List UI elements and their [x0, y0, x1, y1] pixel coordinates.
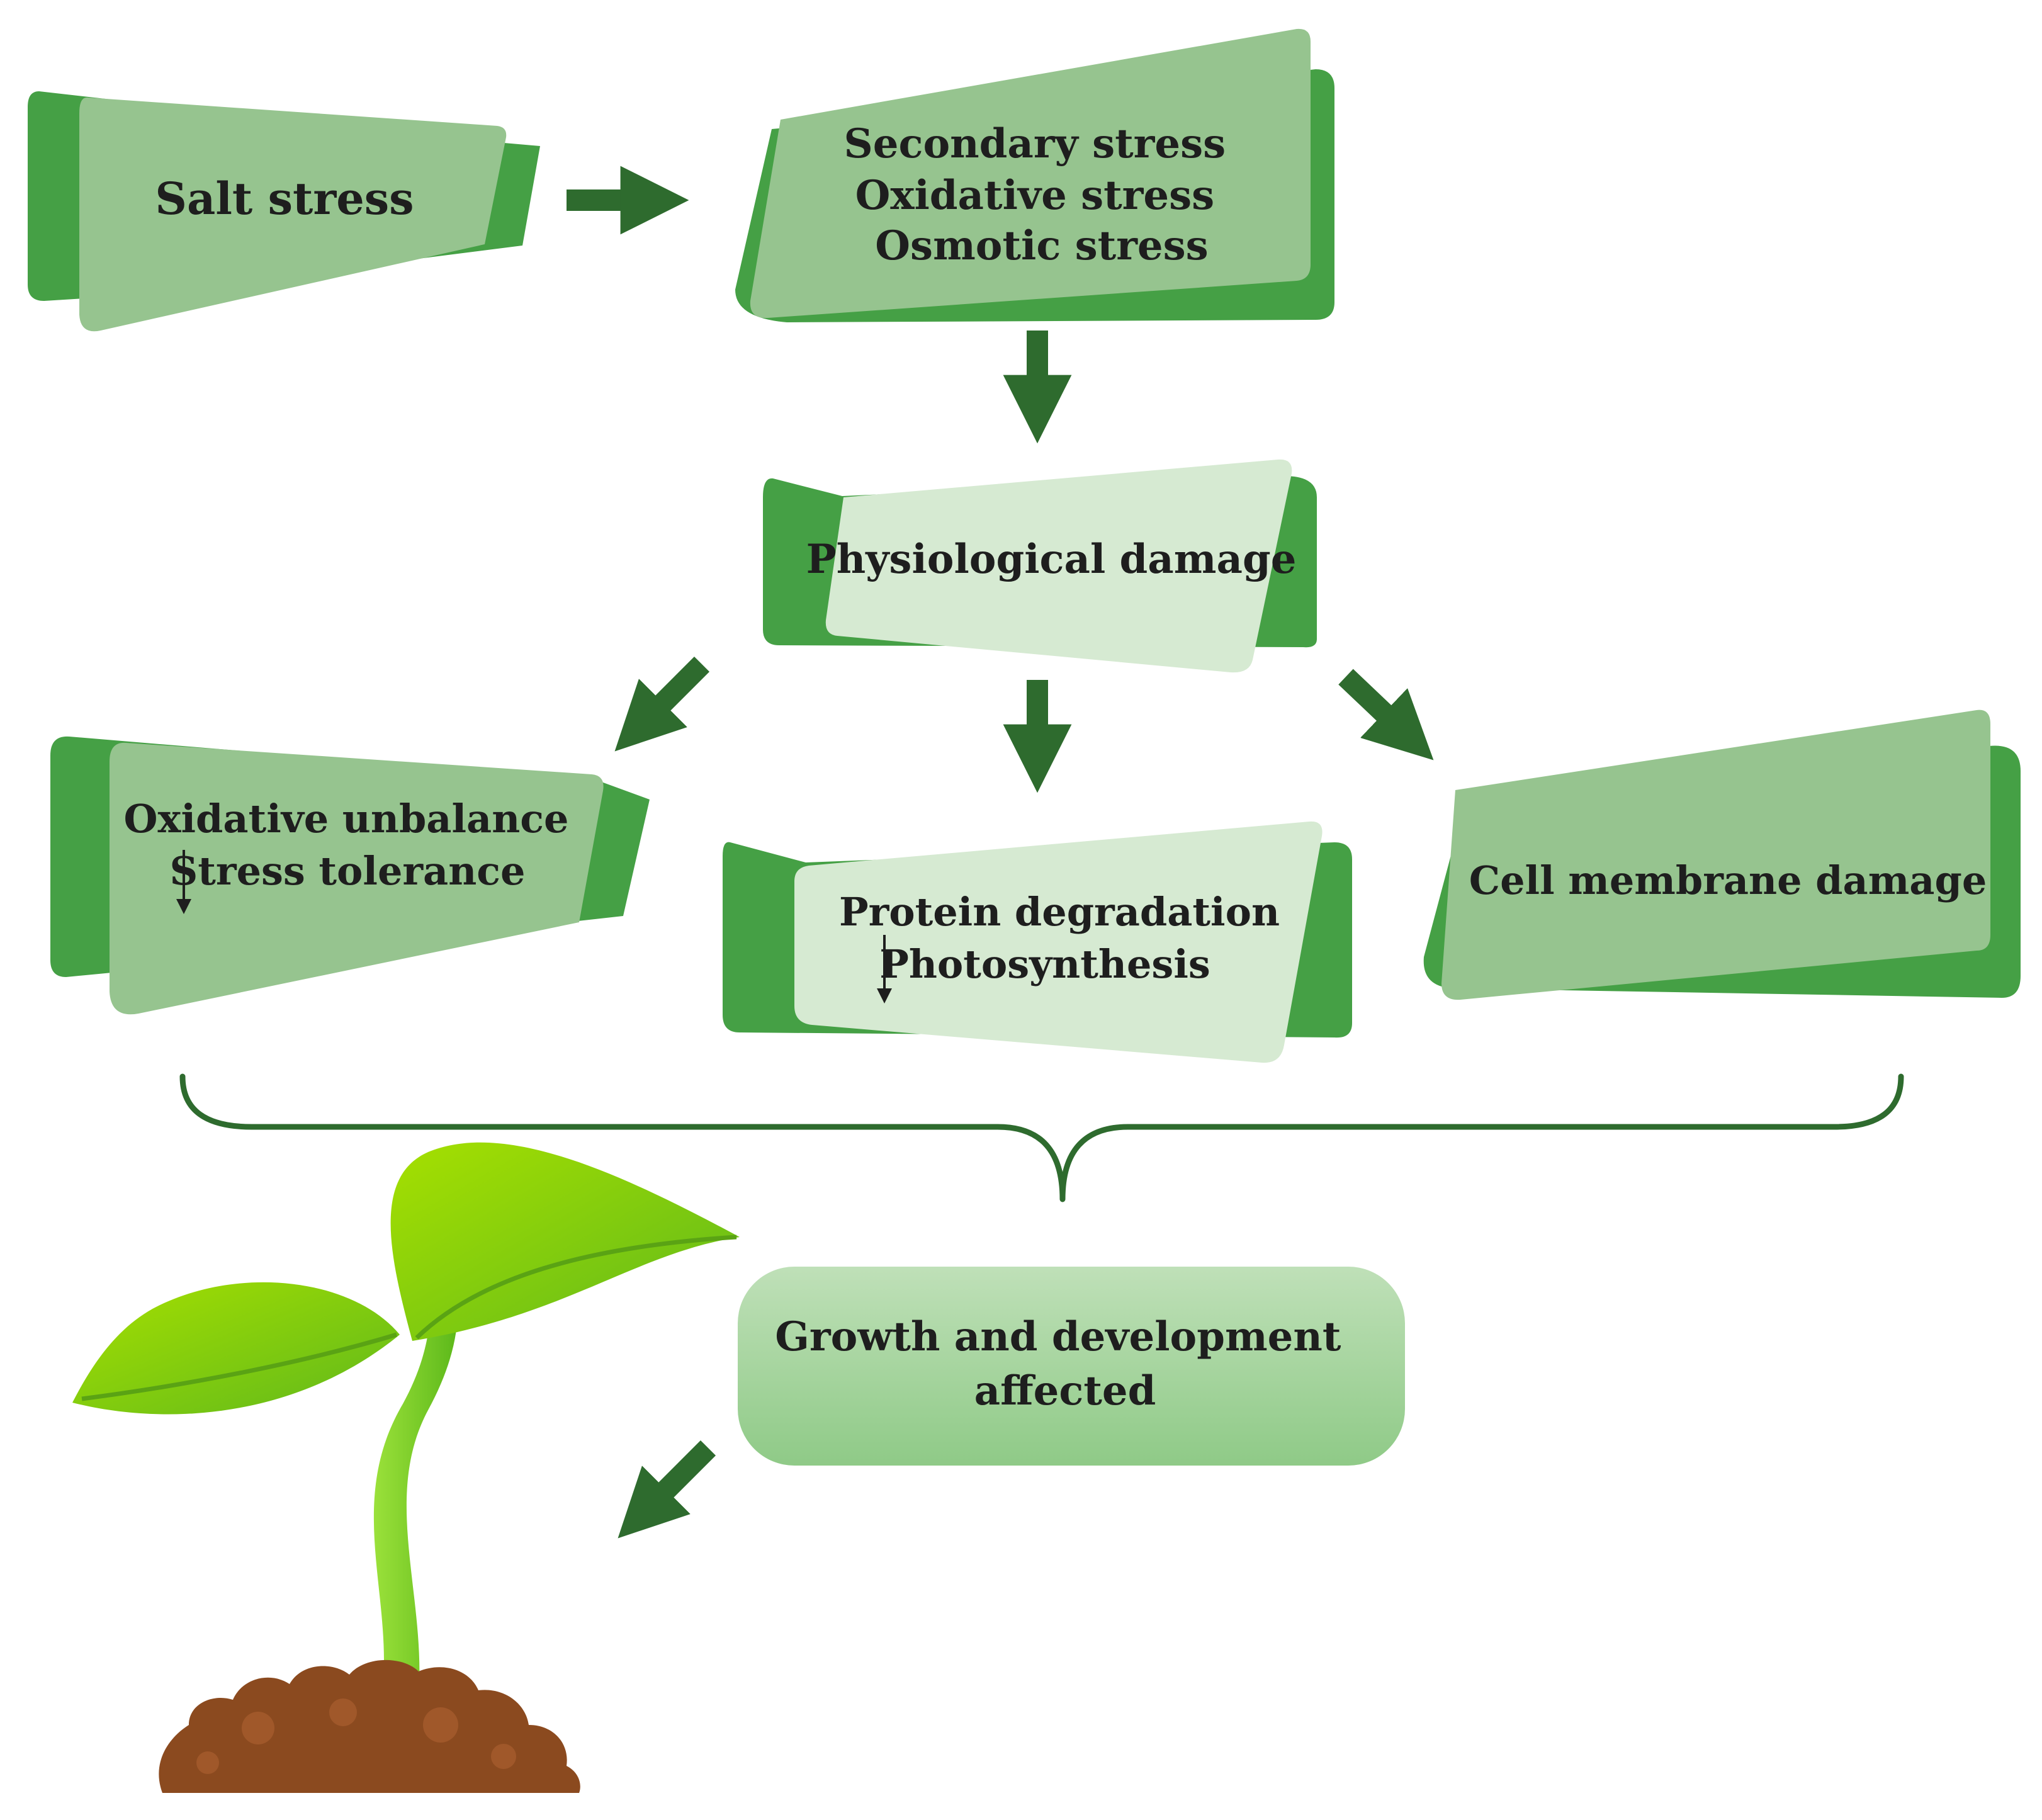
curly-brace: [179, 1073, 1904, 1202]
secondary-stress-box: Secondary stress Oxidative stress Osmoti…: [735, 28, 1334, 322]
soil-mound: [159, 1659, 580, 1793]
arrow-physiological-to-oxidative: [614, 656, 710, 752]
secondary-stress-lines: Secondary stress Oxidative stress Osmoti…: [844, 120, 1240, 269]
soil-clumps: [196, 1698, 516, 1774]
plant-right-leaf: [390, 1142, 740, 1341]
box-front-panel: [750, 28, 1311, 319]
protein-degradation-label: Protein degradation: [839, 889, 1280, 935]
box-front-panel: [110, 742, 604, 1015]
plant-stem: [373, 1224, 458, 1722]
box-front-panel: [794, 821, 1323, 1063]
oxidative-unbalance-box: Oxidative unbalance Stress tolerance: [50, 736, 650, 1015]
cell-membrane-damage-box: Cell membrane damage: [1423, 709, 2021, 1000]
oxidative-unbalance-label: Oxidative unbalance: [124, 796, 569, 842]
protein-degradation-box: Protein degradation Photosynthesis: [723, 821, 1352, 1063]
box-front-panel: [79, 97, 507, 332]
box-front-panel: [1441, 709, 1990, 1000]
arrow-growth-to-plant: [618, 1440, 716, 1539]
seedling-icon: [72, 1142, 740, 1793]
salt-stress-box: Salt stress: [28, 91, 540, 332]
growth-development-box: Growth and development affected: [738, 1267, 1405, 1466]
physiological-damage-box: Physiological damage: [763, 459, 1317, 673]
physiological-damage-label: Physiological damage: [806, 536, 1297, 583]
left-leaf-vein: [81, 1332, 398, 1401]
flow-arrows: [567, 166, 1434, 1539]
photosynthesis-label: Photosynthesis: [879, 941, 1210, 987]
growth-pill: [738, 1267, 1405, 1466]
arrow-physiological-to-membrane: [1338, 669, 1434, 760]
right-leaf-vein: [415, 1235, 737, 1340]
plant-left-leaf: [72, 1282, 400, 1415]
cell-membrane-damage-label: Cell membrane damage: [1469, 857, 1987, 903]
stress-tolerance-label: Stress tolerance: [169, 848, 525, 894]
growth-development-label: Growth and development affected: [775, 1313, 1355, 1415]
salt-stress-label: Salt stress: [155, 172, 414, 225]
box-front-panel: [825, 459, 1292, 673]
